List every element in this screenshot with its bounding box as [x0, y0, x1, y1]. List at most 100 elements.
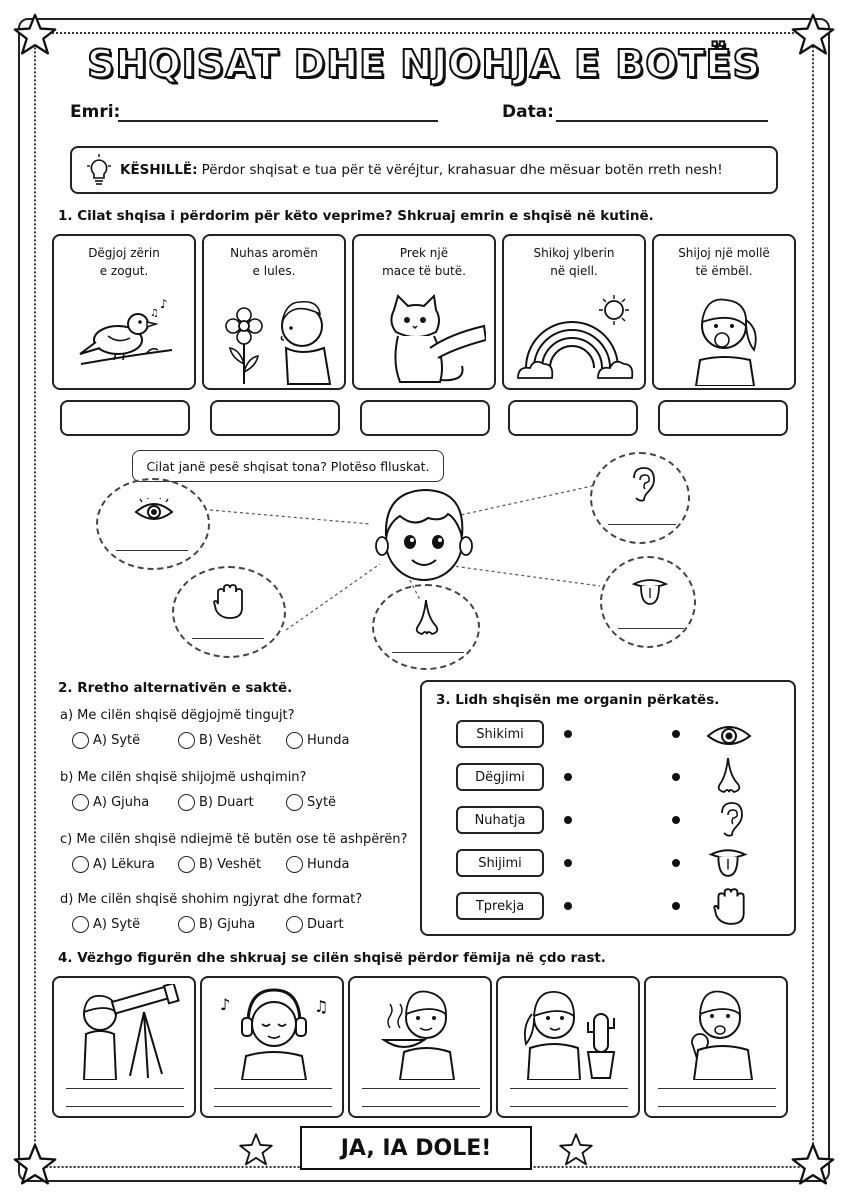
q1-answer-1[interactable]	[60, 400, 190, 436]
radio-circle[interactable]	[286, 794, 303, 811]
q1-answer-4[interactable]	[508, 400, 638, 436]
option-label: Sytë	[307, 795, 337, 810]
radio-circle[interactable]	[72, 794, 89, 811]
card-line1: Shikoj ylberin	[533, 246, 615, 260]
match-dot-left[interactable]	[564, 773, 572, 781]
q2-option[interactable]: B) Gjuha	[178, 916, 255, 933]
bubble-answer-line[interactable]	[618, 628, 684, 629]
svg-text:♪: ♪	[160, 297, 168, 311]
card-line2: mace të butë.	[382, 264, 466, 278]
radio-circle[interactable]	[286, 856, 303, 873]
match-dot-left[interactable]	[564, 816, 572, 824]
answer-line[interactable]	[66, 1106, 184, 1107]
answer-line[interactable]	[510, 1088, 628, 1089]
hand-icon	[213, 584, 243, 619]
name-field[interactable]	[118, 120, 438, 122]
card-line2: në qiell.	[550, 264, 598, 278]
card-line2: e lules.	[252, 264, 296, 278]
radio-circle[interactable]	[72, 916, 89, 933]
tongue-icon	[708, 849, 748, 877]
q2-question: b) Me cilën shqisë shijojmë ushqimin?	[60, 770, 307, 785]
q2-heading: 2. Rretho alternativën e saktë.	[58, 680, 293, 696]
match-dot-left[interactable]	[564, 859, 572, 867]
bubble-answer-line[interactable]	[392, 652, 464, 653]
q2-option[interactable]: B) Veshët	[178, 732, 261, 749]
sense-label[interactable]: Nuhatja	[456, 806, 544, 834]
q2-option[interactable]: Hunda	[286, 732, 349, 749]
match-dot-left[interactable]	[564, 902, 572, 910]
match-dot-right[interactable]	[672, 859, 680, 867]
card-line1: Shijoj një mollë	[678, 246, 770, 260]
radio-circle[interactable]	[178, 732, 195, 749]
q1-answer-5[interactable]	[658, 400, 788, 436]
name-label: Emri:	[70, 102, 121, 122]
q2-option[interactable]: A) Lëkura	[72, 856, 155, 873]
q2-option[interactable]: Hunda	[286, 856, 349, 873]
svg-text:♫: ♫	[314, 997, 328, 1016]
boy-face-icon	[375, 488, 473, 581]
radio-circle[interactable]	[286, 916, 303, 933]
radio-circle[interactable]	[178, 794, 195, 811]
star-icon	[13, 1143, 57, 1185]
bubble-answer-line[interactable]	[608, 524, 676, 525]
bubble-answer-line[interactable]	[192, 638, 264, 639]
soup-boy-icon	[380, 990, 456, 1080]
match-dot-right[interactable]	[672, 902, 680, 910]
q2-option[interactable]: Sytë	[286, 794, 336, 811]
star-icon	[239, 1133, 273, 1166]
sense-label[interactable]: Shijimi	[456, 849, 544, 877]
answer-line[interactable]	[362, 1106, 480, 1107]
match-dot-right[interactable]	[672, 773, 680, 781]
answer-line[interactable]	[658, 1106, 776, 1107]
radio-circle[interactable]	[72, 732, 89, 749]
answer-line[interactable]	[214, 1106, 332, 1107]
sense-label[interactable]: Shikimi	[456, 720, 544, 748]
answer-line[interactable]	[510, 1106, 628, 1107]
sense-label[interactable]: Tprekja	[456, 892, 544, 920]
radio-circle[interactable]	[286, 732, 303, 749]
radio-circle[interactable]	[178, 916, 195, 933]
q1-answer-2[interactable]	[210, 400, 340, 436]
answer-line[interactable]	[658, 1088, 776, 1089]
match-dot-left[interactable]	[564, 730, 572, 738]
ear-icon	[721, 802, 743, 837]
q2-option[interactable]: A) Sytë	[72, 916, 140, 933]
q2-option[interactable]: A) Sytë	[72, 732, 140, 749]
eye-icon	[134, 498, 174, 520]
q2-question: c) Me cilën shqisë ndiejmë të butën ose …	[60, 832, 408, 847]
star-icon	[559, 1133, 593, 1166]
bubbles-prompt: Cilat janë pesë shqisat tona? Plotëso fl…	[132, 450, 444, 482]
match-dot-right[interactable]	[672, 730, 680, 738]
option-label: B) Duart	[199, 795, 254, 810]
q4-scene-telescope	[52, 976, 196, 1118]
q1-card-rainbow: Shikoj ylberin në qiell.	[502, 234, 646, 390]
q2-option[interactable]: B) Duart	[178, 794, 254, 811]
bubble-answer-line[interactable]	[116, 550, 188, 551]
q2-question: a) Me cilën shqisë dëgjojmë tingujt?	[60, 708, 295, 723]
match-dot-right[interactable]	[672, 816, 680, 824]
q1-card-cat: Prek një mace të butë.	[352, 234, 496, 390]
rainbow-icon	[517, 295, 634, 379]
q1-answer-3[interactable]	[360, 400, 490, 436]
q2-option[interactable]: B) Veshët	[178, 856, 261, 873]
date-field[interactable]	[556, 120, 768, 122]
q1-heading: 1. Cilat shqisa i përdorim për këto vepr…	[58, 208, 654, 224]
option-label: Hunda	[307, 733, 350, 748]
option-label: A) Lëkura	[93, 857, 155, 872]
radio-circle[interactable]	[72, 856, 89, 873]
q1-card-flower: Nuhas aromën e lules.	[202, 234, 346, 390]
answer-line[interactable]	[66, 1088, 184, 1089]
q2-option[interactable]: A) Gjuha	[72, 794, 149, 811]
boy-face	[368, 480, 480, 590]
q1-card-bird: Dëgjoj zërin e zogut. ♪ ♫	[52, 234, 196, 390]
page-border	[18, 18, 830, 1182]
answer-line[interactable]	[362, 1088, 480, 1089]
answer-line[interactable]	[214, 1088, 332, 1089]
girl-apple-icon	[694, 298, 757, 386]
date-label: Data:	[502, 102, 554, 122]
sense-label[interactable]: Dëgjimi	[456, 763, 544, 791]
footer-banner: JA, IA DOLE!	[300, 1126, 532, 1170]
bubble-eye	[96, 478, 210, 570]
radio-circle[interactable]	[178, 856, 195, 873]
q2-option[interactable]: Duart	[286, 916, 344, 933]
